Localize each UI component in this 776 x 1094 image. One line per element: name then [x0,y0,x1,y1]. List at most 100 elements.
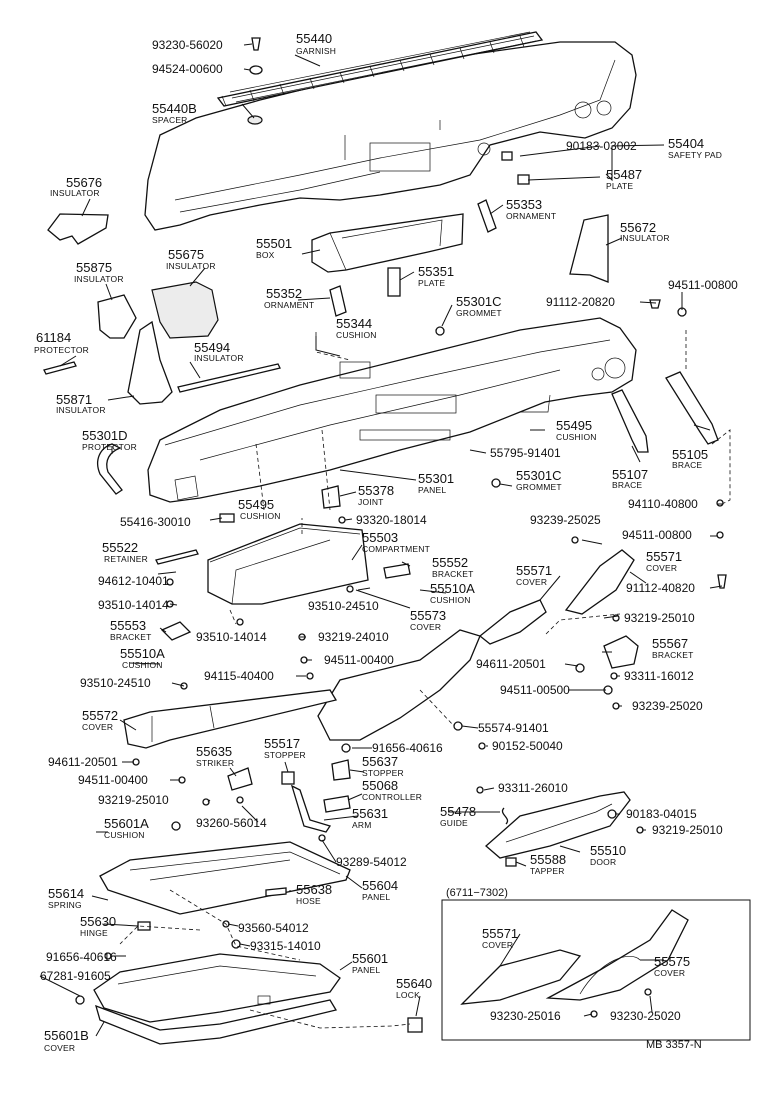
label-cushion-55495-b: CUSHION [240,511,281,521]
label-93320-18014: 93320-18014 [356,513,427,527]
labels: 93230-56020 55440 GARNISH 94524-00600 55… [34,31,738,1053]
label-55301c-b: 55301C [516,468,562,483]
label-controller: CONTROLLER [362,792,422,802]
label-stopper-55517: STOPPER [264,750,306,760]
label-cushion-55510a-b: CUSHION [122,660,163,670]
label-94511-00800-a: 94511-00800 [668,278,738,292]
label-91112-20820: 91112-20820 [546,295,615,309]
label-93230-25016: 93230-25016 [490,1009,561,1023]
label-94115-40400: 94115-40400 [204,669,274,683]
label-protector-55301d: PROTECTOR [82,442,137,452]
label-55571-b: 55571 [516,563,552,578]
insulator-55871-drawing [127,320,173,405]
label-93311-26010: 93311-26010 [498,781,568,795]
label-93311-16012: 93311-16012 [624,669,694,683]
label-94611-20501-a: 94611-20501 [476,657,546,671]
label-insulator-55871: INSULATOR [56,405,106,415]
label-cover-55572: COVER [82,722,113,732]
label-93510-24510-a: 93510-24510 [308,599,379,613]
label-tapper: TAPPER [530,866,565,876]
label-93510-24510-b: 93510-24510 [80,676,151,690]
label-hose: HOSE [296,896,321,906]
label-spring: SPRING [48,900,82,910]
door-55510-drawing [485,791,631,859]
insulator-55676-drawing [47,213,109,245]
label-bracket-55553: BRACKET [110,632,152,642]
label-grommet-a: GROMMET [456,308,502,318]
label-94511-00400-b: 94511-00400 [78,773,148,787]
label-joint: JOINT [358,497,384,507]
brace-55107-drawing [611,389,649,453]
label-55573: 55573 [410,608,446,623]
label-55676: 55676 [66,175,102,190]
label-striker: STRIKER [196,758,234,768]
label-cushion-55601a: CUSHION [104,830,145,840]
label-94511-00500: 94511-00500 [500,683,570,697]
label-55675: 55675 [168,247,204,262]
label-plate-55487: PLATE [606,181,633,191]
label-93219-25010-c: 93219-25010 [652,823,723,837]
label-grommet-b: GROMMET [516,482,562,492]
label-55640: 55640 [396,976,432,991]
cover-55573-drawing [317,629,481,741]
label-compartment: COMPARTMENT [362,544,430,554]
label-55107: 55107 [612,467,648,482]
label-panel-55601: PANEL [352,965,380,975]
label-55495-a: 55495 [556,418,592,433]
label-55871: 55871 [56,392,92,407]
protector-55301d-drawing [97,443,123,495]
label-ornament-55352: ORNAMENT [264,300,314,310]
label-94612-10401: 94612-10401 [98,574,169,588]
inset-frame [441,899,751,1041]
lock-drawing [407,1017,423,1033]
label-93510-14014-b: 93510-14014 [196,630,267,644]
label-55517: 55517 [264,736,300,751]
label-insulator-55676: INSULATOR [50,188,100,198]
label-55795-91401: 55795-91401 [490,446,561,460]
label-ornament-55353: ORNAMENT [506,211,556,221]
label-hinge: HINGE [80,928,108,938]
label-55495-b: 55495 [238,497,274,512]
label-55352: 55352 [266,286,302,301]
label-insulator-55675: INSULATOR [166,261,216,271]
joint-55378-drawing [321,485,341,509]
arm-drawing [290,784,332,833]
label-55503: 55503 [362,530,398,545]
label-cover-55571-a: COVER [646,563,677,573]
insulator-55675-drawing [151,281,219,339]
label-garnish: GARNISH [296,46,336,56]
label-stopper-55637: STOPPER [362,768,404,778]
label-55571-a: 55571 [646,549,682,564]
label-brace-55105: BRACE [672,460,702,470]
label-55552: 55552 [432,555,468,570]
insulator-55494-drawing [177,363,281,393]
label-90152-50040: 90152-50040 [492,739,563,753]
label-box: BOX [256,250,275,260]
label-55630: 55630 [80,914,116,929]
label-55440b: 55440B [152,101,197,116]
fastener-symbols [75,299,727,1018]
label-retainer: RETAINER [104,554,148,564]
label-cover-55571-b: COVER [516,577,547,587]
label-cover-55573: COVER [410,622,441,632]
label-91656-40616-b: 91656-40616 [46,950,117,964]
label-door: DOOR [590,857,616,867]
label-protector-61184: PROTECTOR [34,345,89,355]
label-55351: 55351 [418,264,454,279]
label-55575: 55575 [654,954,690,969]
leader-lines [39,43,723,1037]
label-55510: 55510 [590,843,626,858]
label-93230-25020: 93230-25020 [610,1009,681,1023]
panel-55301-drawing [147,317,637,503]
inset-cover-55575-drawing [545,909,689,1001]
label-94524-00600: 94524-00600 [152,62,223,76]
label-55301: 55301 [418,471,454,486]
label-cushion-55344: CUSHION [336,330,377,340]
label-insulator-55875: INSULATOR [74,274,124,284]
stopper-55517-drawing [281,771,295,785]
label-55638: 55638 [296,882,332,897]
label-55440: 55440 [296,31,332,46]
label-55637: 55637 [362,754,398,769]
cover-55601b-drawing [95,999,338,1045]
insulator-55672-drawing [569,214,609,283]
